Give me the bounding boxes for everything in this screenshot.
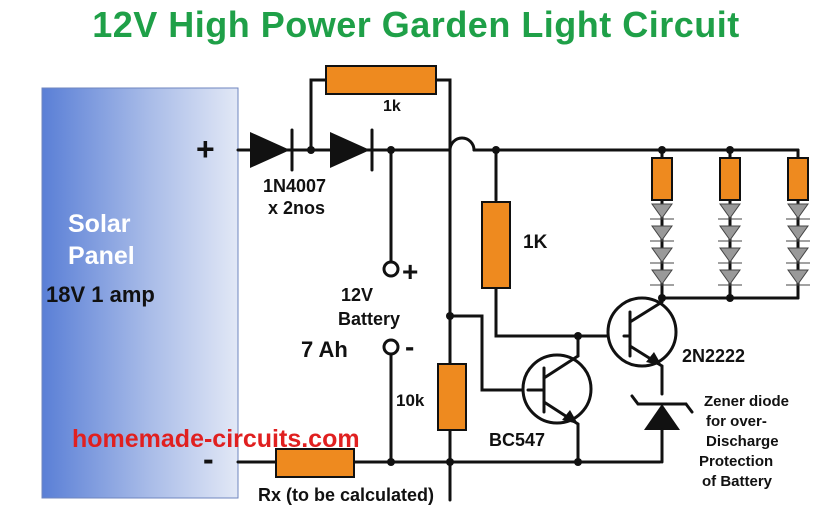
watermark-text: homemade-circuits.com bbox=[72, 425, 360, 453]
r-base-wire bbox=[494, 148, 580, 358]
junction-dots bbox=[307, 146, 734, 466]
zener-label-line3: Discharge bbox=[706, 433, 779, 450]
transistor-bc547 bbox=[521, 353, 593, 425]
battery-plus-sign: + bbox=[402, 256, 418, 287]
diode-qty-label: x 2nos bbox=[268, 198, 325, 218]
panel-minus: - bbox=[203, 441, 214, 477]
resistor-1k-top bbox=[325, 65, 437, 95]
led-string-1 bbox=[650, 148, 674, 300]
zener-label-line1: Zener diode bbox=[704, 393, 789, 410]
top-rail-crossover bbox=[448, 136, 476, 152]
battery-minus-terminal bbox=[382, 338, 400, 356]
zener-diode bbox=[644, 404, 680, 430]
resistor-rx-label: Rx (to be calculated) bbox=[258, 485, 434, 505]
resistor-1k-base-label: 1K bbox=[523, 232, 548, 253]
diagram-title: 12V High Power Garden Light Circuit bbox=[92, 4, 740, 45]
panel-rating: 18V 1 amp bbox=[46, 282, 155, 307]
panel-label-line2: Panel bbox=[68, 242, 135, 270]
resistor-1k-base bbox=[481, 201, 511, 289]
battery-minus-sign: - bbox=[405, 331, 414, 362]
zener-label-line4: Protection bbox=[699, 453, 773, 470]
led-string-2 bbox=[718, 148, 742, 300]
diode-2 bbox=[330, 132, 370, 168]
led-string-3 bbox=[786, 148, 810, 300]
resistor-10k-label: 10k bbox=[396, 391, 425, 410]
resistor-1k-top-label: 1k bbox=[383, 98, 401, 115]
resistor-rx bbox=[275, 448, 355, 478]
diode-1 bbox=[250, 132, 290, 168]
zener-label-line2: for over- bbox=[706, 413, 767, 430]
solar-panel bbox=[41, 87, 239, 499]
battery-voltage: 12V bbox=[341, 285, 373, 305]
panel-label-line1: Solar bbox=[68, 210, 131, 238]
bc547-base-wire bbox=[460, 314, 530, 392]
battery-plus-terminal bbox=[382, 260, 400, 278]
panel-plus: + bbox=[196, 131, 215, 167]
transistor-bc547-label: BC547 bbox=[489, 430, 545, 450]
resistor-10k bbox=[437, 363, 467, 431]
transistor-2n2222-label: 2N2222 bbox=[682, 346, 745, 366]
battery-capacity: 7 Ah bbox=[301, 337, 348, 362]
battery-name: Battery bbox=[338, 309, 400, 329]
transistor-2n2222 bbox=[606, 296, 678, 368]
zener-label-line5: of Battery bbox=[702, 473, 773, 490]
diode-part-label: 1N4007 bbox=[263, 176, 326, 196]
